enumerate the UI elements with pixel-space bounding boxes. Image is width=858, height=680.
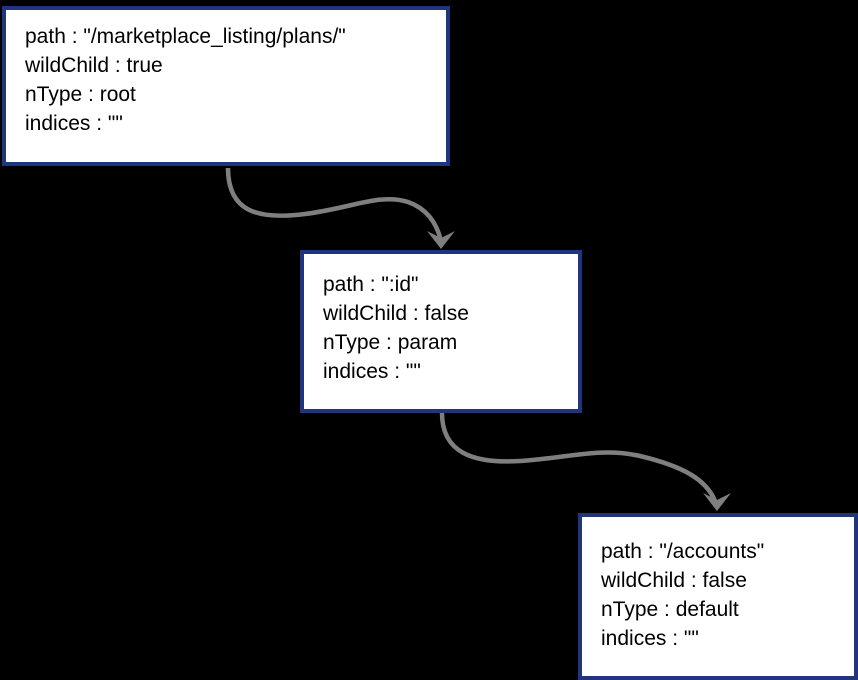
node-line-indices: indices : "" [601,627,699,650]
node-root: path : "/marketplace_listing/plans/" wil… [2,6,450,166]
node-line-path: path : ":id" [323,273,419,296]
edge-root-to-param [225,167,444,242]
node-line-path: path : "/accounts" [601,540,765,563]
node-line-wildchild: wildChild : true [25,54,163,77]
node-line-indices: indices : "" [323,360,421,383]
arrowhead-icon [703,493,731,511]
node-line-path: path : "/marketplace_listing/plans/" [25,25,346,48]
node-line-wildchild: wildChild : false [323,302,469,325]
node-line-ntype: nType : default [601,598,739,621]
node-line-ntype: nType : param [323,331,458,354]
node-line-wildchild: wildChild : false [601,569,747,592]
arrowhead-icon [427,231,455,249]
node-line-ntype: nType : root [25,83,136,106]
node-default: path : "/accounts" wildChild : false nTy… [578,513,858,680]
edge-param-to-default [439,412,718,502]
node-param: path : ":id" wildChild : false nType : p… [300,250,582,413]
node-line-indices: indices : "" [25,112,123,135]
